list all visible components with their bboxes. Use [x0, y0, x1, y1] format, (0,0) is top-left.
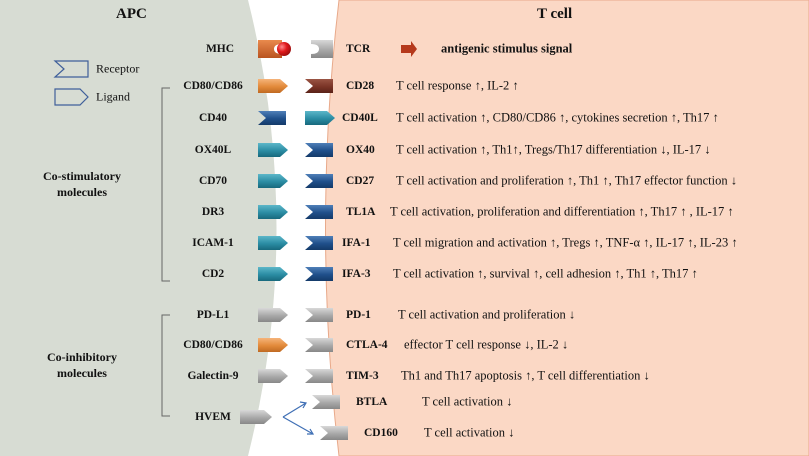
antigen-peptide-icon [277, 42, 291, 56]
receptor-legend-icon [53, 60, 89, 78]
ligand-label: CD80/CD86 [183, 80, 243, 92]
costim-group-label-line1: Co-stimulatory [43, 169, 121, 183]
ligand-legend-label: Ligand [96, 89, 130, 104]
ligand-cd2-icon [258, 267, 288, 281]
ligand-hvem-icon [240, 410, 272, 424]
receptor-cd40l-icon [305, 111, 335, 125]
receptor-label: OX40 [346, 144, 375, 156]
receptor-ox40-icon [305, 143, 333, 157]
receptor-label: IFA-1 [342, 237, 371, 249]
effect-label: T cell activation ↑, survival ↑, cell ad… [393, 266, 698, 281]
apc-region [0, 0, 277, 456]
ligand-legend-icon [54, 88, 89, 106]
receptor-cd28-icon [305, 79, 333, 93]
effect-label: T cell activation, proliferation and dif… [390, 204, 734, 219]
ligand-label: CD80/CD86 [183, 339, 243, 351]
receptor-cd160-icon [320, 426, 348, 440]
hvem-branch-arrows [282, 401, 315, 435]
effect-label: Th1 and Th17 apoptosis ↑, T cell differe… [401, 368, 650, 383]
ligand-label: CD70 [198, 175, 228, 187]
effect-label: T cell activation ↓ [424, 425, 515, 440]
tcell-header: T cell [537, 6, 573, 22]
receptor-label: TIM-3 [346, 370, 379, 382]
ligand-dr3-icon [258, 205, 288, 219]
coinhib-bracket [161, 314, 170, 417]
ligand-cd70-icon [258, 174, 288, 188]
stimulus-arrow-icon [401, 41, 417, 57]
receptor-label: TL1A [346, 206, 376, 218]
receptor-label: IFA-3 [342, 268, 371, 280]
coinhib-group-label-line2: molecules [56, 366, 107, 380]
ligand-label: DR3 [201, 206, 225, 218]
receptor-label: BTLA [356, 396, 388, 408]
ligand-cd80-cd86-inhib-icon [258, 338, 288, 352]
receptor-label: PD-1 [346, 309, 371, 321]
ligand-pd-l1-icon [258, 308, 288, 322]
effect-label: T cell activation and proliferation ↓ [398, 307, 576, 322]
effect-label: T cell response ↑, IL-2 ↑ [396, 78, 519, 93]
tcell-region [325, 0, 809, 456]
receptor-label: CD160 [364, 427, 398, 439]
ligand-label: CD40 [198, 112, 228, 124]
effect-label: T cell migration and activation ↑, Tregs… [393, 235, 738, 250]
ligand-label: OX40L [194, 144, 232, 156]
effect-label: effector T cell response ↓, IL-2 ↓ [404, 337, 569, 352]
receptor-label: CD28 [346, 80, 375, 92]
ligand-label-mhc: MHC [205, 43, 235, 55]
receptor-cd27-icon [305, 174, 333, 188]
receptor-label: CD40L [342, 112, 378, 124]
receptor-tl1a-icon [305, 205, 333, 219]
costim-bracket [161, 87, 170, 282]
receptor-label-tcr: TCR [346, 43, 371, 55]
ligand-ox40l-icon [258, 143, 288, 157]
effect-label: T cell activation and proliferation ↑, T… [396, 173, 737, 188]
costim-group-label-line2: molecules [57, 185, 107, 199]
effect-label: T cell activation ↑, Th1↑, Tregs/Th17 di… [396, 142, 711, 157]
ligand-cd80-cd86-icon [258, 79, 288, 93]
effect-label: T cell activation ↑, CD80/CD86 ↑, cytoki… [396, 110, 719, 125]
coinhib-group-label: Co-inhibitory molecules [47, 349, 117, 381]
ligand-galectin9-icon [258, 369, 288, 383]
ligand-label: CD2 [201, 268, 225, 280]
receptor-label: CTLA-4 [346, 339, 388, 351]
ligand-cd40-icon [258, 111, 286, 125]
receptor-btla-icon [312, 395, 340, 409]
receptor-tim3-icon [305, 369, 333, 383]
effect-label-mhc: antigenic stimulus signal [441, 41, 573, 56]
coinhib-group-label-line1: Co-inhibitory [46, 350, 118, 364]
apc-header: APC [116, 6, 147, 22]
receptor-ifa1-icon [305, 236, 333, 250]
ligand-icam1-icon [258, 236, 288, 250]
receptor-ctla4-icon [305, 338, 333, 352]
receptor-label: CD27 [346, 175, 375, 187]
tcr-molecule-icon [311, 40, 333, 58]
costim-group-label: Co-stimulatory molecules [43, 168, 121, 200]
ligand-label: Galectin-9 [187, 370, 239, 382]
receptor-ifa3-icon [305, 267, 333, 281]
mhc-molecule-icon [258, 40, 282, 58]
receptor-legend-label: Receptor [96, 61, 140, 76]
ligand-label: HVEM [195, 411, 231, 423]
ligand-label: ICAM-1 [192, 237, 234, 249]
receptor-pd-1-icon [305, 308, 333, 322]
ligand-label: PD-L1 [196, 309, 230, 321]
effect-label: T cell activation ↓ [422, 394, 513, 409]
